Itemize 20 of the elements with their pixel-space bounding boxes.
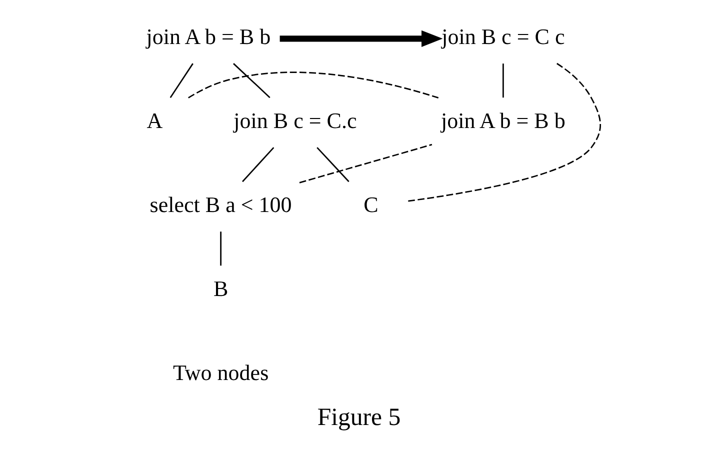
node-text: join A b = B b: [441, 108, 566, 133]
label: Two nodes: [172, 360, 269, 385]
node-text: join B c = C.c: [234, 108, 357, 133]
connector: [188, 72, 439, 98]
node-text: join B c = C c: [442, 24, 565, 49]
connector: [316, 147, 350, 182]
node-text: B: [213, 276, 228, 301]
connector: [170, 63, 194, 98]
connector: [242, 147, 274, 182]
connector: [233, 63, 270, 98]
node-text: select B a < 100: [150, 192, 292, 217]
node-text: C: [364, 192, 378, 217]
connector: [502, 64, 504, 98]
node-text: join A b = B b: [146, 24, 271, 49]
node-text: A: [146, 108, 163, 133]
connector: [299, 144, 432, 184]
arrow: [280, 30, 443, 48]
caption: Figure 5: [317, 404, 401, 431]
connector: [220, 232, 222, 266]
connector: [408, 62, 601, 202]
